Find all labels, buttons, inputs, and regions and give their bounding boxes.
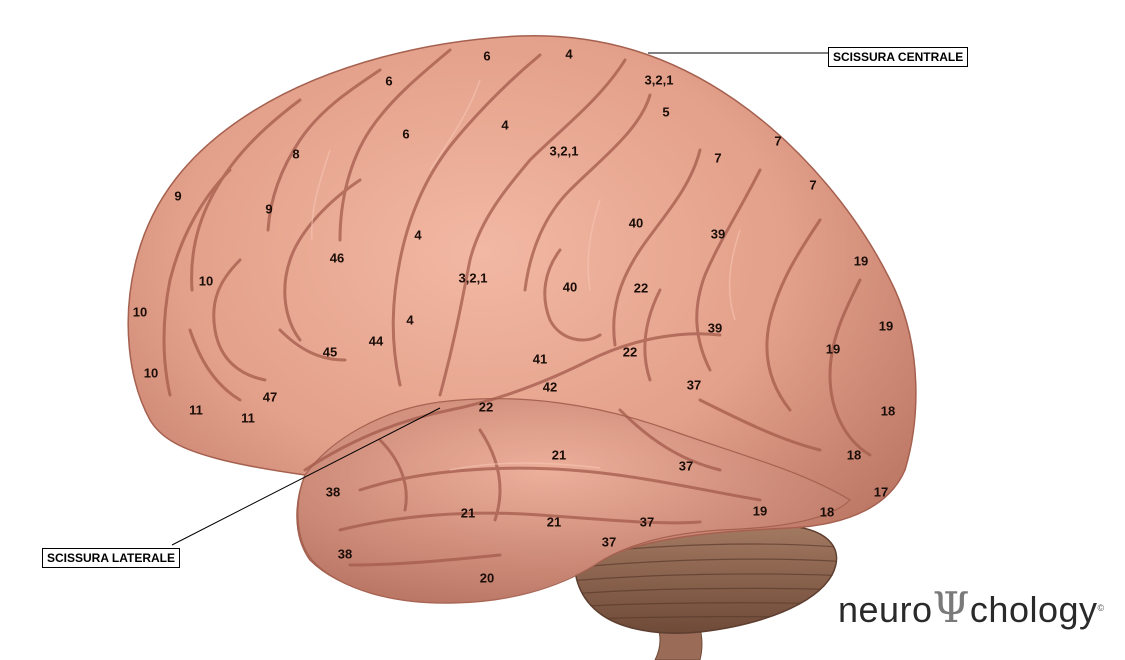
- logo-text-end: chology: [969, 589, 1098, 630]
- brodmann-area-label: 18: [819, 504, 835, 520]
- brodmann-area-label: 19: [825, 341, 841, 357]
- brodmann-area-label: 38: [325, 484, 341, 500]
- logo-copyright-mark: ©: [1097, 603, 1105, 613]
- brodmann-area-label: 18: [846, 447, 862, 463]
- psi-icon: Ψ: [932, 583, 970, 632]
- brodmann-area-label: 19: [752, 503, 768, 519]
- brodmann-area-label: 37: [686, 377, 702, 393]
- brodmann-area-label: 11: [189, 402, 203, 418]
- brodmann-area-label: 4: [565, 46, 573, 62]
- brodmann-area-label: 38: [337, 546, 353, 562]
- brodmann-area-label: 22: [633, 280, 649, 296]
- brodmann-area-label: 9: [174, 188, 182, 204]
- brodmann-area-label: 6: [385, 73, 393, 89]
- brodmann-area-label: 21: [551, 447, 567, 463]
- brodmann-area-label: 3,2,1: [644, 72, 674, 88]
- brodmann-area-label: 37: [601, 534, 617, 550]
- brodmann-area-label: 40: [628, 215, 644, 231]
- brodmann-area-label: 22: [622, 344, 638, 360]
- brodmann-area-label: 4: [501, 117, 509, 133]
- brodmann-area-label: 19: [878, 318, 894, 334]
- brodmann-area-label: 3,2,1: [549, 143, 579, 159]
- brodmann-area-label: 46: [329, 250, 345, 266]
- brodmann-area-label: 21: [460, 505, 476, 521]
- central-sulcus-label: SCISSURA CENTRALE: [828, 47, 969, 67]
- neuropsychology-logo: neuroΨchology©: [838, 587, 1105, 630]
- brodmann-area-label: 10: [132, 304, 148, 320]
- brodmann-area-label: 6: [483, 48, 491, 64]
- brodmann-area-label: 39: [707, 320, 723, 336]
- brodmann-area-label: 20: [479, 570, 495, 586]
- brodmann-area-label: 41: [532, 351, 548, 367]
- brodmann-area-label: 39: [710, 226, 726, 242]
- brodmann-area-label: 7: [774, 133, 782, 149]
- brodmann-area-label: 8: [292, 146, 300, 162]
- lateral-sulcus-pointer: [171, 407, 441, 546]
- brodmann-area-label: 42: [542, 379, 558, 395]
- logo-text-start: neuro: [838, 589, 933, 630]
- brodmann-area-label: 37: [678, 458, 694, 474]
- brodmann-area-label: 40: [562, 279, 578, 295]
- brodmann-area-label: 4: [414, 227, 422, 243]
- brodmann-area-label: 17: [873, 484, 889, 500]
- brodmann-area-label: 22: [478, 399, 494, 415]
- brodmann-area-label: 9: [265, 201, 273, 217]
- brodmann-area-label: 7: [809, 177, 817, 193]
- brodmann-area-label: 10: [198, 273, 214, 289]
- brodmann-area-label: 37: [639, 514, 655, 530]
- brodmann-area-label: 47: [262, 389, 278, 405]
- brodmann-area-label: 45: [322, 344, 338, 360]
- brodmann-area-label: 4: [406, 312, 414, 328]
- brodmann-area-label: 3,2,1: [458, 270, 488, 286]
- brodmann-area-label: 44: [368, 333, 384, 349]
- brodmann-area-label: 6: [402, 126, 410, 142]
- brodmann-area-label: 10: [143, 365, 159, 381]
- brodmann-area-label: 18: [880, 403, 896, 419]
- lateral-sulcus-label: SCISSURA LATERALE: [42, 548, 181, 568]
- brodmann-area-label: 7: [714, 150, 722, 166]
- brodmann-area-label: 19: [853, 253, 869, 269]
- brodmann-area-label: 5: [662, 104, 670, 120]
- brodmann-area-label: 11: [241, 410, 255, 426]
- brodmann-area-label: 21: [546, 514, 562, 530]
